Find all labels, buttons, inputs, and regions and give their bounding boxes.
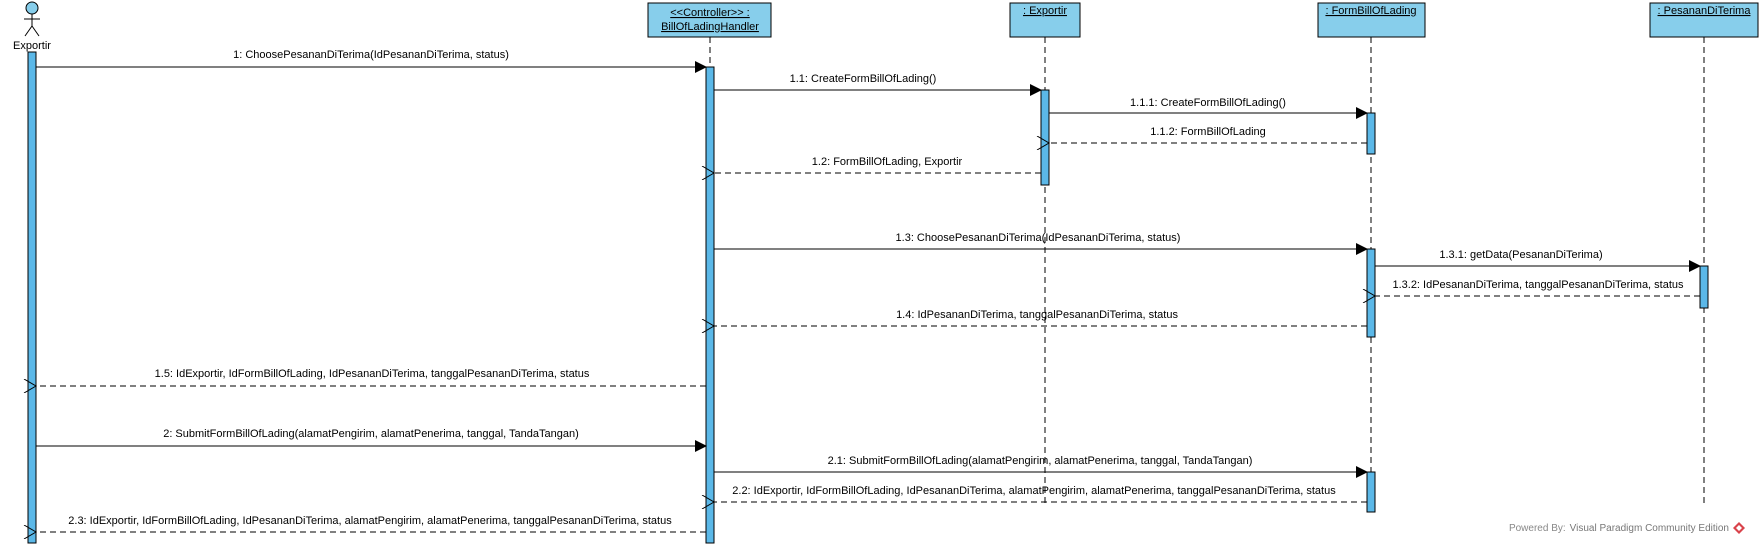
activation-controller bbox=[705, 66, 715, 544]
message-1-1[interactable]: 1.1: CreateFormBillOfLading() bbox=[714, 73, 1042, 96]
product-name: Visual Paradigm Community Edition bbox=[1569, 522, 1729, 534]
lifeline-title: : Exportir bbox=[1023, 5, 1067, 17]
message-2[interactable]: 2: SubmitFormBillOfLading(alamatPengirim… bbox=[36, 428, 707, 452]
message-label: 2.1: SubmitFormBillOfLading(alamatPengir… bbox=[828, 455, 1253, 467]
message-2-1[interactable]: 2.1: SubmitFormBillOfLading(alamatPengir… bbox=[714, 455, 1368, 478]
powered-by-label: Powered By: bbox=[1508, 522, 1566, 534]
message-label: 2.2: IdExportir, IdFormBillOfLading, IdP… bbox=[732, 485, 1336, 497]
message-1-1-1[interactable]: 1.1.1: CreateFormBillOfLading() bbox=[1049, 97, 1368, 119]
message-label: 1.3: ChoosePesananDiTerima(IdPesananDiTe… bbox=[896, 232, 1181, 244]
message-1-3-1[interactable]: 1.3.1: getData(PesananDiTerima) bbox=[1375, 249, 1701, 272]
message-2-3[interactable]: 2.3: IdExportir, IdFormBillOfLading, IdP… bbox=[36, 515, 706, 532]
powered-by-footer: Powered By: Visual Paradigm Community Ed… bbox=[1509, 522, 1745, 534]
activation-pesanan bbox=[1699, 265, 1709, 309]
lifeline-title-line2: BillOfLadingHandler bbox=[661, 21, 759, 33]
activation-formbill-3 bbox=[1366, 471, 1376, 513]
message-1-5[interactable]: 1.5: IdExportir, IdFormBillOfLading, IdP… bbox=[36, 368, 706, 386]
message-1-4[interactable]: 1.4: IdPesananDiTerima, tanggalPesananDi… bbox=[714, 309, 1367, 326]
lifeline-title: : FormBillOfLading bbox=[1325, 5, 1416, 17]
lifeline-controller[interactable]: <<Controller>> : BillOfLadingHandler bbox=[647, 2, 772, 38]
message-1-3-2[interactable]: 1.3.2: IdPesananDiTerima, tanggalPesanan… bbox=[1375, 279, 1700, 296]
activation-exportir bbox=[1040, 89, 1050, 186]
message-1[interactable]: 1: ChoosePesananDiTerima(IdPesananDiTeri… bbox=[36, 49, 707, 73]
message-2-2[interactable]: 2.2: IdExportir, IdFormBillOfLading, IdP… bbox=[714, 485, 1367, 502]
actor-leg-right bbox=[31, 25, 40, 37]
message-label: 1.4: IdPesananDiTerima, tanggalPesananDi… bbox=[896, 309, 1178, 321]
lifeline-header-box bbox=[1009, 2, 1081, 38]
activation-formbill-2 bbox=[1366, 248, 1376, 338]
message-label: 1.1.1: CreateFormBillOfLading() bbox=[1130, 97, 1286, 109]
message-label: 1.1.2: FormBillOfLading bbox=[1150, 126, 1266, 138]
activation-formbill-1 bbox=[1366, 112, 1376, 155]
lifeline-title: : PesananDiTerima bbox=[1658, 5, 1752, 17]
message-label: 2: SubmitFormBillOfLading(alamatPengirim… bbox=[163, 428, 579, 440]
message-label: 2.3: IdExportir, IdFormBillOfLading, IdP… bbox=[68, 515, 672, 527]
lifeline-title-line1: <<Controller>> : bbox=[670, 7, 750, 19]
lifeline-pesanandiditerima[interactable]: : PesananDiTerima bbox=[1649, 2, 1759, 38]
lifeline-header-box bbox=[1649, 2, 1759, 38]
message-label: 1.2: FormBillOfLading, Exportir bbox=[812, 156, 963, 168]
message-label: 1: ChoosePesananDiTerima(IdPesananDiTeri… bbox=[233, 49, 509, 61]
lifeline-formbilloflading[interactable]: : FormBillOfLading bbox=[1317, 2, 1426, 38]
message-label: 1.1: CreateFormBillOfLading() bbox=[790, 73, 937, 85]
message-label: 1.5: IdExportir, IdFormBillOfLading, IdP… bbox=[155, 368, 590, 380]
actor-leg-left bbox=[24, 25, 33, 37]
message-1-3[interactable]: 1.3: ChoosePesananDiTerima(IdPesananDiTe… bbox=[714, 232, 1368, 255]
actor-head-icon bbox=[25, 1, 39, 15]
message-label: 1.3.2: IdPesananDiTerima, tanggalPesanan… bbox=[1392, 279, 1684, 291]
actor-name: Exportir bbox=[13, 40, 51, 52]
message-1-2[interactable]: 1.2: FormBillOfLading, Exportir bbox=[714, 156, 1041, 173]
message-label: 1.3.1: getData(PesananDiTerima) bbox=[1439, 249, 1602, 261]
lifeline-header-box bbox=[647, 2, 772, 38]
message-1-1-2[interactable]: 1.1.2: FormBillOfLading bbox=[1049, 126, 1367, 143]
activation-actor bbox=[27, 51, 37, 544]
visual-paradigm-logo-icon bbox=[1733, 522, 1745, 534]
lifeline-header-box bbox=[1317, 2, 1426, 38]
lifeline-exportir[interactable]: : Exportir bbox=[1009, 2, 1081, 38]
actor-exportir[interactable]: Exportir bbox=[13, 1, 51, 52]
